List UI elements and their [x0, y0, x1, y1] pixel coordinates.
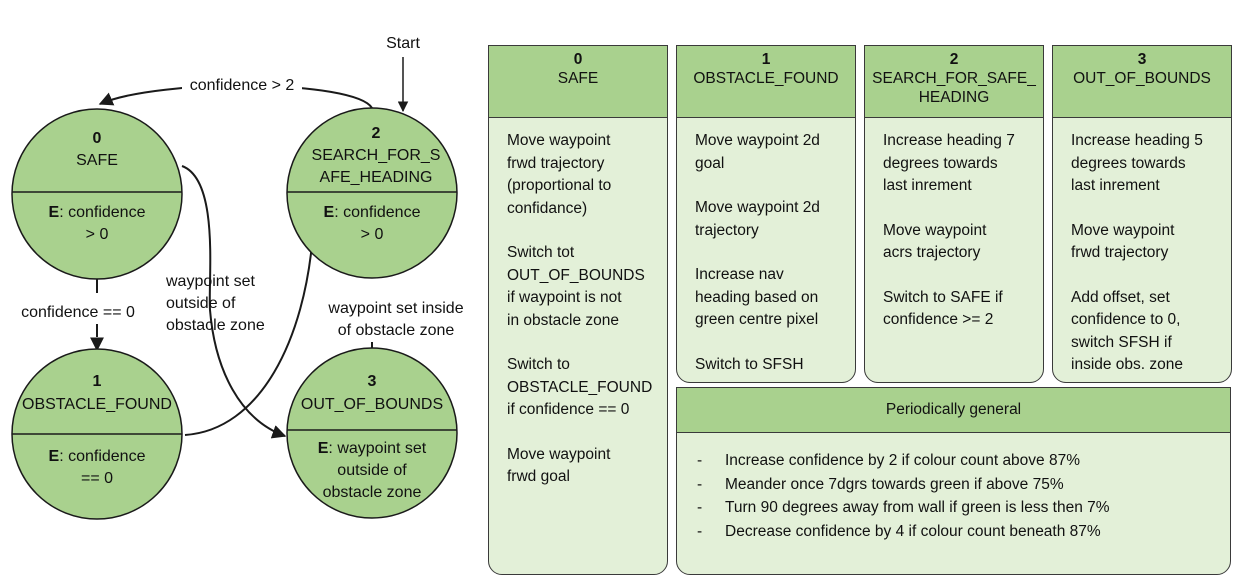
card-title: HEADING — [918, 89, 990, 106]
state-entry: obstacle zone — [323, 484, 422, 501]
general-title: Periodically general — [677, 388, 1230, 433]
state-number: 2 — [372, 125, 381, 142]
state-card-3-out-of-bounds: 3 OUT_OF_BOUNDS Increase heading 5 degre… — [1052, 45, 1232, 383]
state-name: AFE_HEADING — [320, 169, 433, 186]
card-body: Move waypoint frwd trajectory (proportio… — [489, 118, 667, 489]
transition-label-line: confidence == 0 — [21, 304, 135, 321]
state-card-0-safe: 0 SAFE Move waypoint frwd trajectory (pr… — [488, 45, 668, 575]
transition-label-line: obstacle zone — [166, 317, 265, 334]
card-paragraph: Increase nav heading based on green cent… — [695, 266, 819, 328]
transition-label-line: waypoint set — [165, 273, 255, 290]
card-body: Move waypoint 2d goal Move waypoint 2d t… — [677, 118, 855, 376]
state-0-safe: 0 SAFE E: confidence > 0 — [11, 108, 183, 280]
state-card-1-obstacle-found: 1 OBSTACLE_FOUND Move waypoint 2d goal M… — [676, 45, 856, 383]
card-paragraph: Add offset, set confidence to 0, switch … — [1071, 288, 1184, 374]
card-header: 2 SEARCH_FOR_SAFE_ HEADING — [865, 46, 1043, 118]
state-card-2-search-for-safe-heading: 2 SEARCH_FOR_SAFE_ HEADING Increase head… — [864, 45, 1044, 383]
card-number: 0 — [573, 51, 583, 68]
card-header: 0 SAFE — [489, 46, 667, 118]
transition-label-outside-zone: waypoint set outside of obstacle zone — [165, 273, 265, 334]
transition-label-confidence-gt-2: confidence > 2 — [182, 72, 302, 96]
transition-label-confidence-eq-0: confidence == 0 — [16, 300, 142, 324]
state-entry: outside of — [337, 462, 407, 479]
card-title: SAFE — [557, 70, 599, 87]
transition-label-line: confidence > 2 — [190, 77, 295, 94]
state-name: SEARCH_FOR_S — [312, 147, 441, 164]
card-paragraph: Switch to SAFE if confidence >= 2 — [883, 288, 1003, 329]
card-number: 1 — [761, 51, 771, 68]
general-list: -Increase confidence by 2 if colour coun… — [677, 433, 1230, 543]
state-number: 3 — [368, 373, 377, 390]
general-item: -Meander once 7dgrs towards green if abo… — [697, 475, 1064, 493]
state-entry: E: waypoint set — [318, 440, 427, 457]
state-number: 1 — [93, 373, 102, 390]
card-body: Increase heading 7 degrees towards last … — [865, 118, 1043, 332]
state-number: 0 — [93, 130, 102, 147]
general-item: -Increase confidence by 2 if colour coun… — [697, 452, 1081, 469]
transition-label-line: of obstacle zone — [338, 322, 455, 339]
card-paragraph: Switch tot OUT_OF_BOUNDS if waypoint is … — [507, 244, 645, 329]
card-paragraph: Move waypoint 2d trajectory — [695, 199, 820, 239]
card-number: 2 — [949, 51, 959, 68]
state-entry: == 0 — [81, 470, 113, 487]
state-entry: > 0 — [86, 226, 109, 243]
card-title: SEARCH_FOR_SAFE_ — [872, 70, 1036, 87]
card-paragraph: Switch to OBSTACLE_FOUND if confidence =… — [507, 356, 653, 418]
state-name: OBSTACLE_FOUND — [22, 396, 172, 413]
card-paragraph: Move waypoint acrs trajectory — [883, 221, 987, 262]
state-3-out-of-bounds: 3 OUT_OF_BOUNDS E: waypoint set outside … — [286, 347, 458, 519]
general-item: -Turn 90 degrees away from wall if green… — [697, 499, 1110, 516]
state-1-obstacle-found: 1 OBSTACLE_FOUND E: confidence == 0 — [11, 348, 183, 520]
transition-label-line: outside of — [166, 295, 236, 312]
card-paragraph: Move waypoint 2d goal — [695, 132, 820, 172]
periodic-general-card: Periodically general -Increase confidenc… — [676, 387, 1231, 575]
card-header: 3 OUT_OF_BOUNDS — [1053, 46, 1231, 118]
card-paragraph: Move waypoint frwd trajectory (proportio… — [507, 132, 612, 217]
transition-1-to-2 — [184, 231, 320, 436]
general-item: -Decrease confidence by 4 if colour coun… — [697, 522, 1101, 540]
state-name: SAFE — [76, 152, 118, 169]
state-entry: E: confidence — [324, 204, 421, 221]
card-paragraph: Increase heading 7 degrees towards last … — [883, 132, 1015, 194]
state-machine-diagram: Start confidence > 2 confidence == 0 way… — [11, 35, 472, 520]
card-paragraph: Move waypoint frwd goal — [507, 445, 611, 486]
start-label: Start — [386, 35, 420, 52]
card-paragraph: Move waypoint frwd trajectory — [1071, 221, 1175, 262]
transition-label-line: waypoint set inside — [327, 300, 463, 317]
state-name: OUT_OF_BOUNDS — [301, 396, 443, 413]
state-entry: E: confidence — [49, 448, 146, 465]
card-body: Increase heading 5 degrees towards last … — [1053, 118, 1231, 377]
transition-label-inside-zone: waypoint set inside of obstacle zone — [320, 296, 472, 340]
card-title: OBSTACLE_FOUND — [693, 70, 839, 87]
state-2-search-for-safe-heading: 2 SEARCH_FOR_S AFE_HEADING E: confidence… — [286, 107, 458, 279]
card-paragraph: Switch to SFSH — [695, 355, 804, 373]
state-entry: E: confidence — [49, 204, 146, 221]
state-entry: > 0 — [361, 226, 384, 243]
card-paragraph: Increase heading 5 degrees towards last … — [1071, 132, 1203, 194]
card-number: 3 — [1137, 51, 1147, 68]
transition-0-to-3 — [181, 165, 287, 439]
card-header: 1 OBSTACLE_FOUND — [677, 46, 855, 118]
card-title: OUT_OF_BOUNDS — [1073, 70, 1211, 87]
